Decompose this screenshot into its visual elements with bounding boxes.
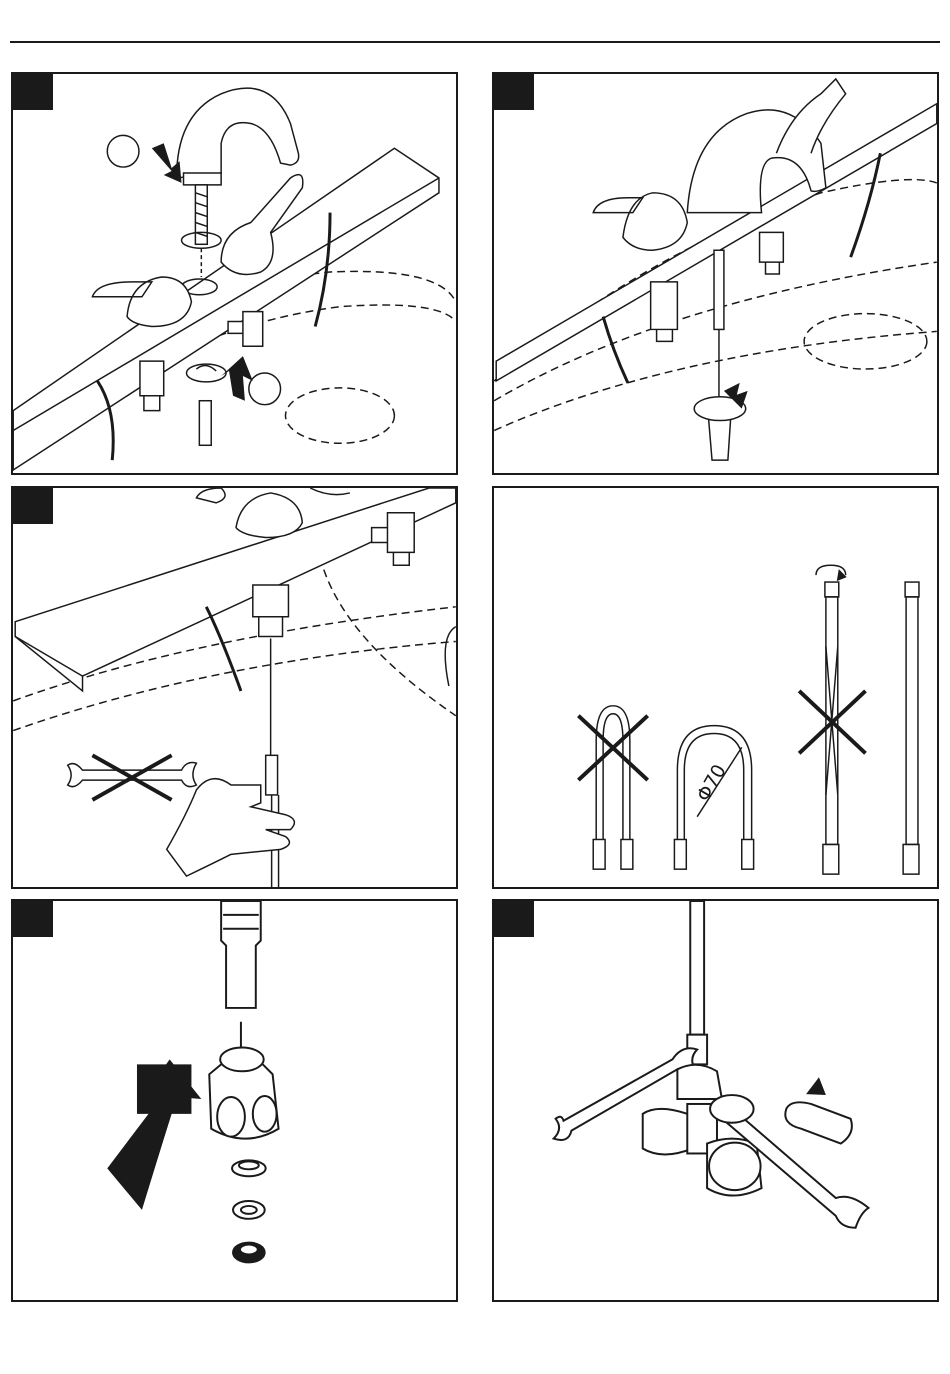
step-2-illustration (494, 74, 937, 473)
valve-icon (253, 585, 289, 636)
up-arrow-icon (221, 356, 253, 401)
rotate-arrow-icon (785, 1102, 852, 1143)
hose-icon (221, 901, 261, 1008)
valve-icon (677, 1065, 722, 1099)
diameter-label: Φ70 (693, 761, 731, 805)
deck-plate (13, 148, 439, 470)
washer (232, 1160, 266, 1176)
top-rule (10, 41, 940, 43)
step-panel-2 (492, 72, 939, 475)
drain-outline (285, 388, 394, 443)
valve-icon (760, 232, 784, 274)
step-1-illustration (13, 74, 456, 473)
handle-icon (236, 493, 302, 538)
cross-mark-icon (578, 716, 647, 780)
hose-icon (266, 755, 278, 795)
mount-nut (186, 364, 226, 382)
valve-icon (651, 282, 678, 341)
cross-mark-icon (799, 691, 865, 753)
hose-icon (690, 901, 704, 1035)
drain-outline (804, 314, 927, 369)
step-3-illustration (13, 488, 456, 887)
threaded-rod (199, 401, 211, 446)
callout-circle-a (107, 135, 139, 167)
handle-icon (593, 193, 687, 250)
step-6-illustration (494, 901, 937, 1300)
callout-circle-b (249, 373, 281, 405)
valve-icon (140, 361, 164, 411)
step-panel-5 (11, 899, 458, 1302)
step-panel-3 (11, 486, 458, 889)
screwdriver-icon (714, 250, 724, 329)
o-ring (233, 1201, 265, 1219)
step-panel-6 (492, 899, 939, 1302)
hose-icon (596, 706, 630, 840)
spout-icon (177, 88, 299, 178)
step-panel-4: Φ70 (492, 486, 939, 889)
step-4-illustration: Φ70 (494, 488, 937, 887)
wrench-icon (68, 763, 197, 787)
step-5-illustration (13, 901, 456, 1300)
handle-icon (92, 277, 191, 327)
hose-icon (906, 597, 918, 845)
step-panel-1 (11, 72, 458, 475)
